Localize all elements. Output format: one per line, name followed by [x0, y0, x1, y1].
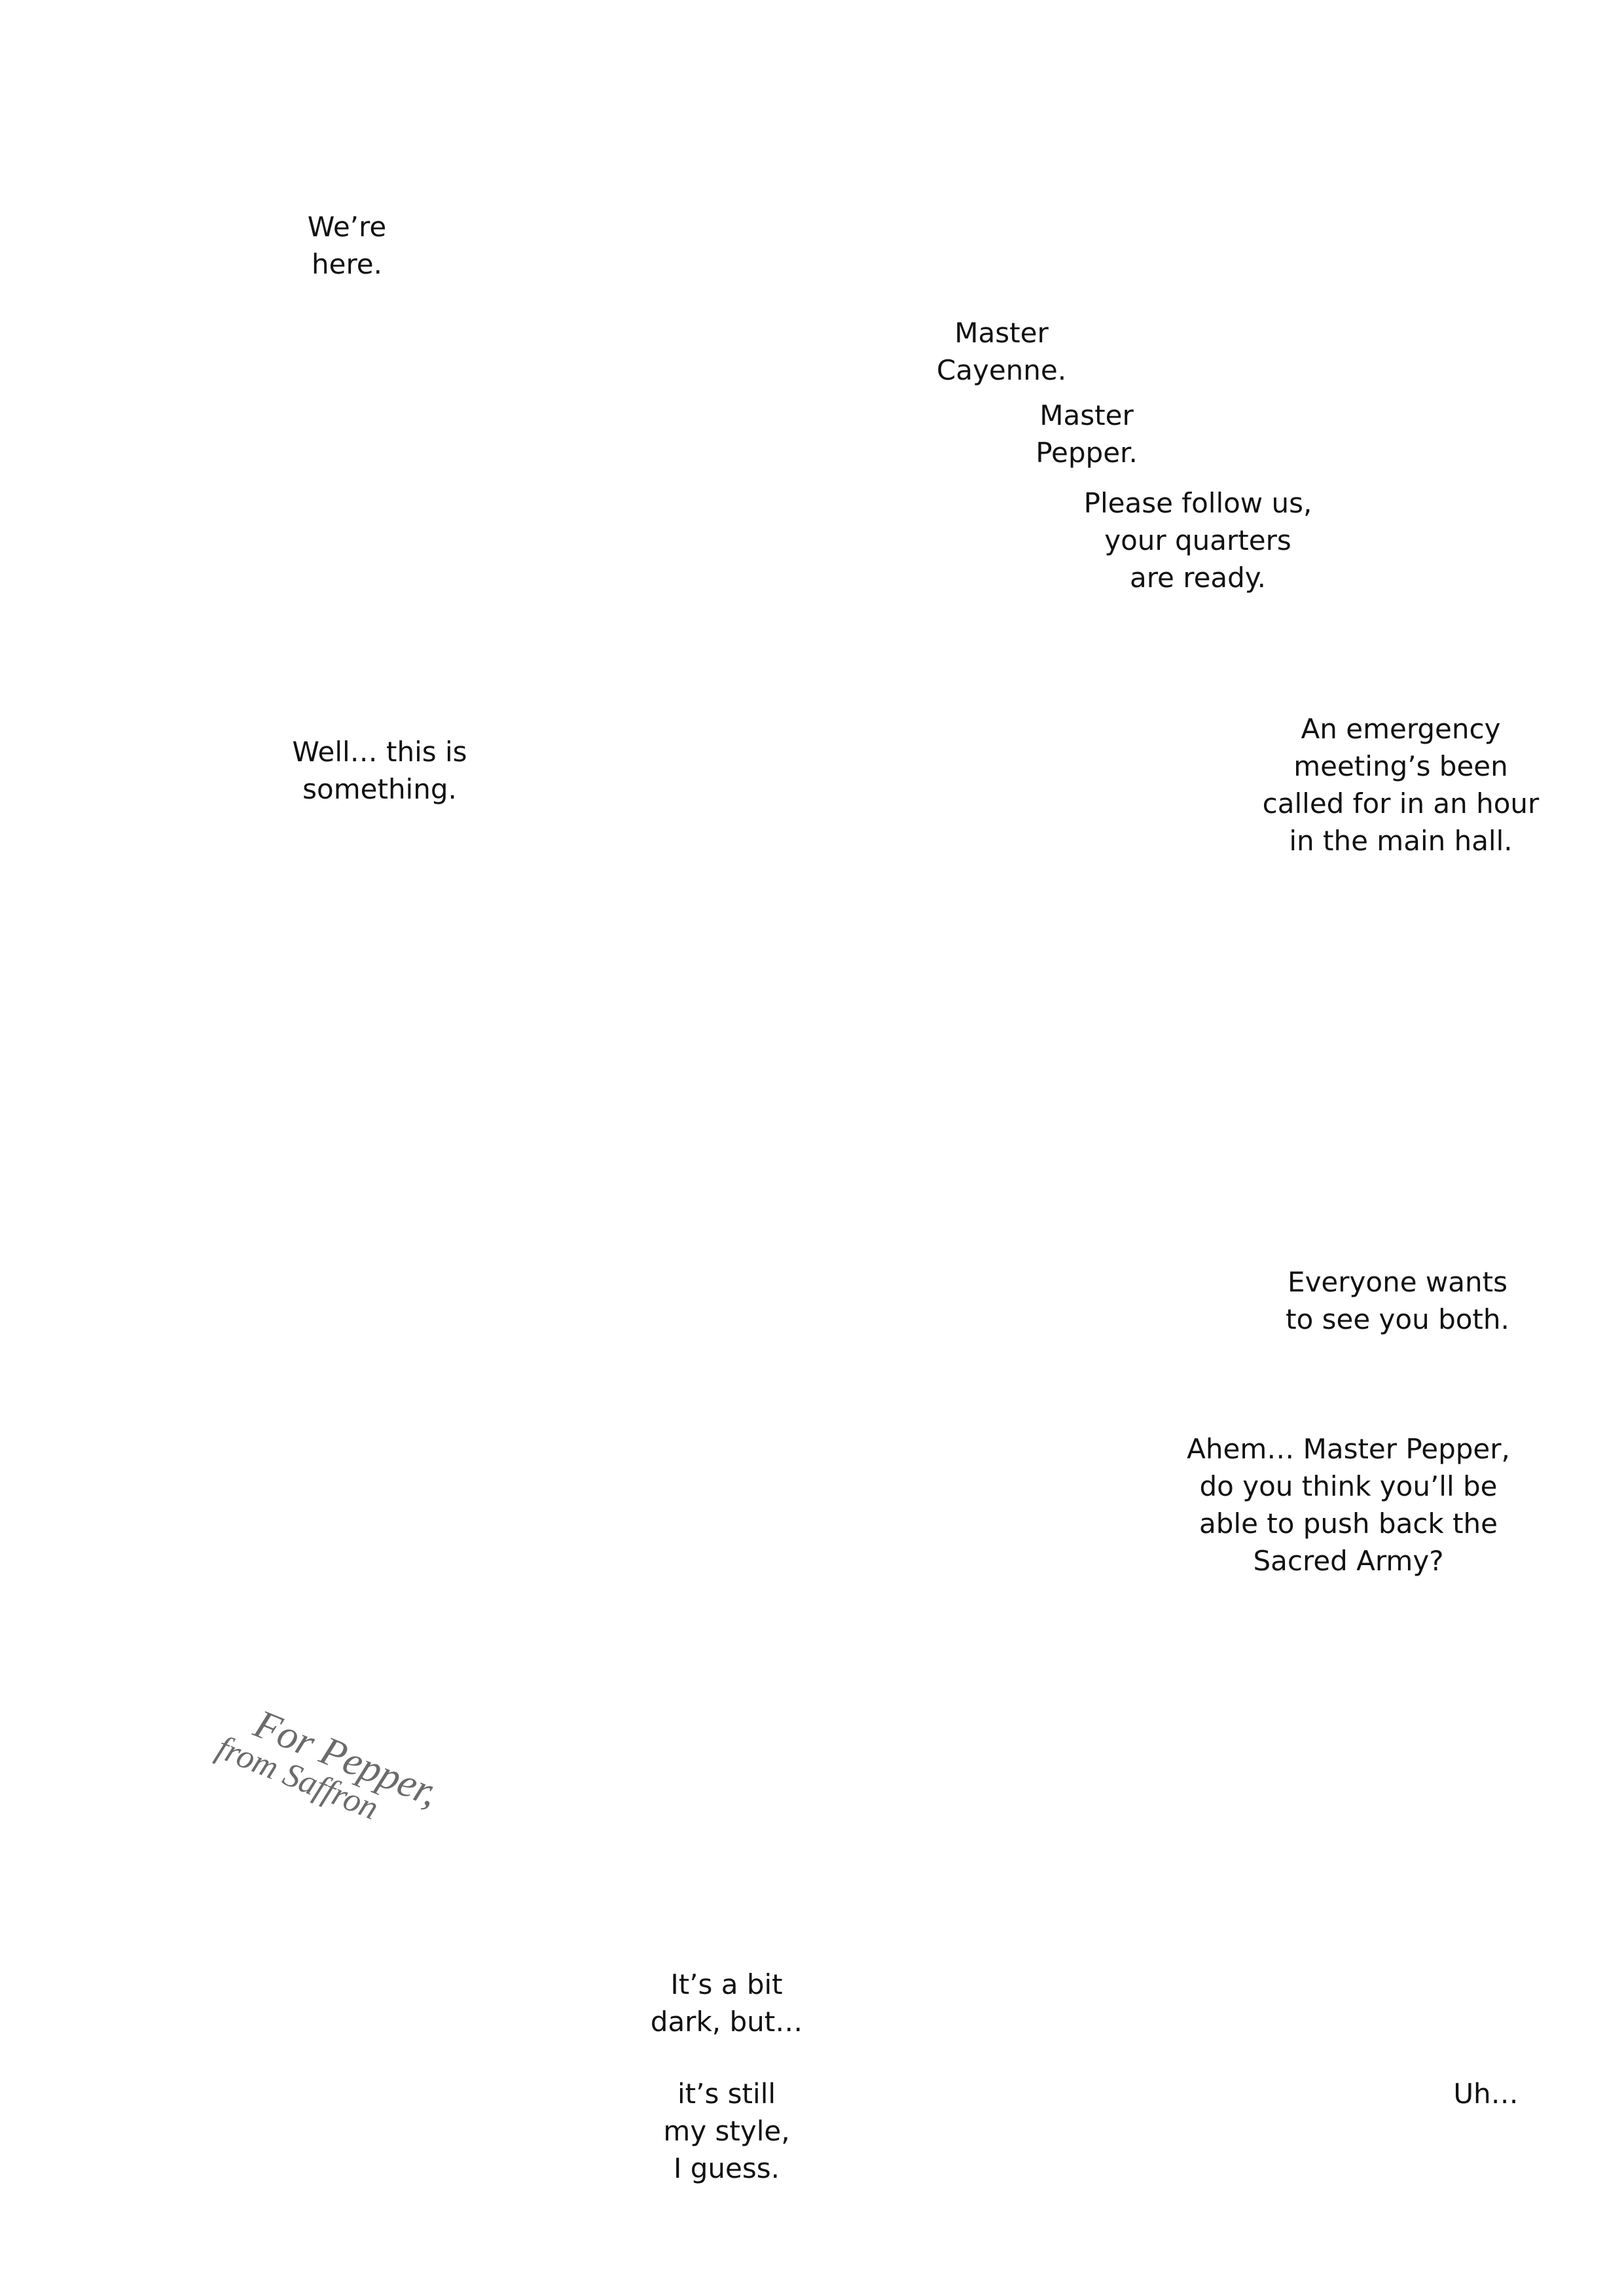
speech-line: Master — [954, 317, 1049, 349]
speech-text-emergency-meeting: An emergency meeting’s been called for i… — [1247, 710, 1555, 859]
speech-text-uh: Uh… — [1440, 2075, 1532, 2112]
speech-line: Ahem… Master Pepper, — [1187, 1433, 1510, 1465]
speech-line: dark, but… — [650, 2006, 803, 2038]
speech-line: It’s a bit — [670, 1968, 783, 2000]
speech-text-well-this: Well… this is something. — [275, 733, 484, 808]
speech-text-still-my-style: it’s still my style, I guess. — [641, 2075, 812, 2187]
speech-line: here. — [312, 248, 382, 280]
speech-line: We’re — [307, 211, 387, 243]
speech-line: I guess. — [674, 2152, 780, 2184]
speech-line: meeting’s been — [1293, 750, 1508, 782]
speech-line: do you think you’ll be — [1199, 1470, 1498, 1502]
speech-line: your quarters — [1104, 524, 1291, 556]
speech-line: to see you both. — [1286, 1303, 1509, 1335]
speech-line: my style, — [663, 2115, 790, 2147]
speech-line: Well… this is — [292, 736, 467, 768]
speech-line: Cayenne. — [936, 354, 1067, 386]
speech-line: called for in an hour — [1262, 787, 1540, 820]
speech-line: An emergency — [1301, 713, 1501, 745]
speech-text-were-here: We’re here. — [288, 208, 406, 283]
speech-line: something. — [302, 773, 457, 805]
speech-text-everyone-wants: Everyone wants to see you both. — [1273, 1263, 1522, 1338]
speech-text-bit-dark: It’s a bit dark, but… — [628, 1966, 825, 2040]
gift-inscription: For Pepper, from Saffron — [211, 1695, 469, 1856]
speech-line: Master — [1039, 399, 1134, 431]
speech-text-master-cayenne: Master Cayenne. — [923, 314, 1080, 389]
speech-text-master-pepper: Master Pepper. — [1011, 397, 1162, 471]
speech-line: in the main hall. — [1289, 825, 1513, 857]
speech-line: Pepper. — [1036, 437, 1138, 469]
speech-line: Please follow us, — [1083, 487, 1312, 519]
speech-line: are ready. — [1129, 562, 1267, 594]
speech-line: Everyone wants — [1288, 1266, 1507, 1298]
speech-line: able to push back the — [1199, 1508, 1498, 1540]
speech-line: Uh… — [1453, 2078, 1519, 2110]
speech-text-please-follow: Please follow us, your quarters are read… — [1074, 484, 1322, 596]
speech-line: it’s still — [677, 2078, 776, 2110]
speech-line: Sacred Army? — [1253, 1545, 1444, 1577]
speech-text-ahem: Ahem… Master Pepper, do you think you’ll… — [1172, 1430, 1525, 1580]
